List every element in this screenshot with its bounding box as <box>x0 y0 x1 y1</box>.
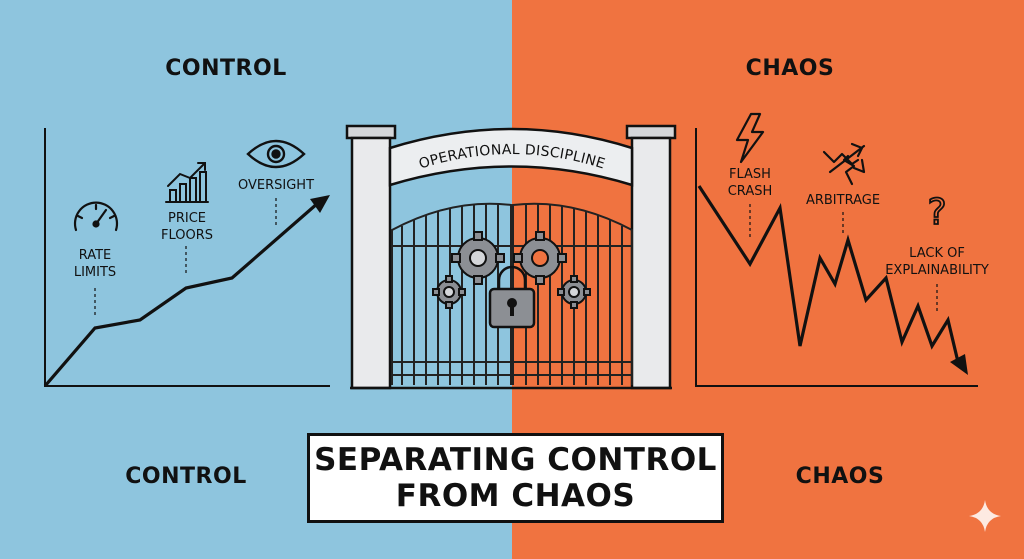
gate-banner-arch <box>388 127 634 187</box>
rate-limits-label-line1: RATE <box>79 248 112 263</box>
bar-chart-up-icon <box>165 162 209 203</box>
rate-limits-label-line2: LIMITS <box>74 265 116 280</box>
title-line-1: SEPARATING CONTROL <box>314 442 717 478</box>
price-floors-label-line2: FLOORS <box>161 228 213 243</box>
chaos-trend-arrowhead <box>950 354 968 375</box>
control-trend-arrowhead <box>310 195 330 213</box>
chaos-trend-line <box>697 185 960 363</box>
zigzag-arrows-icon <box>822 142 866 186</box>
flash-crash-label-line2: CRASH <box>728 184 773 199</box>
left-pillar <box>345 124 397 390</box>
right-pillar <box>625 124 677 390</box>
eye-icon <box>246 139 306 169</box>
control-chart <box>43 128 330 388</box>
speedometer-icon <box>73 201 119 232</box>
chaos-heading-bottom: CHAOS <box>796 464 885 489</box>
control-heading-bottom: CONTROL <box>125 464 246 489</box>
sparkle-icon <box>969 500 1001 532</box>
explainability-label-line1: LACK OF <box>909 246 965 261</box>
chaos-chart <box>695 128 978 387</box>
gears-icon <box>432 231 591 309</box>
chaos-heading-top: CHAOS <box>746 56 835 81</box>
padlock-icon <box>488 265 536 329</box>
title-box: SEPARATING CONTROL FROM CHAOS <box>307 433 724 523</box>
price-floors-label-line1: PRICE <box>168 211 206 226</box>
chaos-chart-axes <box>695 128 978 387</box>
control-trend-line <box>43 201 320 388</box>
control-heading-top: CONTROL <box>165 56 286 81</box>
lightning-icon <box>735 112 765 164</box>
title-line-2: FROM CHAOS <box>395 478 636 514</box>
question-mark-icon: ? <box>927 192 946 233</box>
arbitrage-label: ARBITRAGE <box>806 193 880 208</box>
oversight-label: OVERSIGHT <box>238 178 314 193</box>
flash-crash-label-line1: FLASH <box>729 167 771 182</box>
explainability-label-line2: EXPLAINABILITY <box>885 263 989 278</box>
